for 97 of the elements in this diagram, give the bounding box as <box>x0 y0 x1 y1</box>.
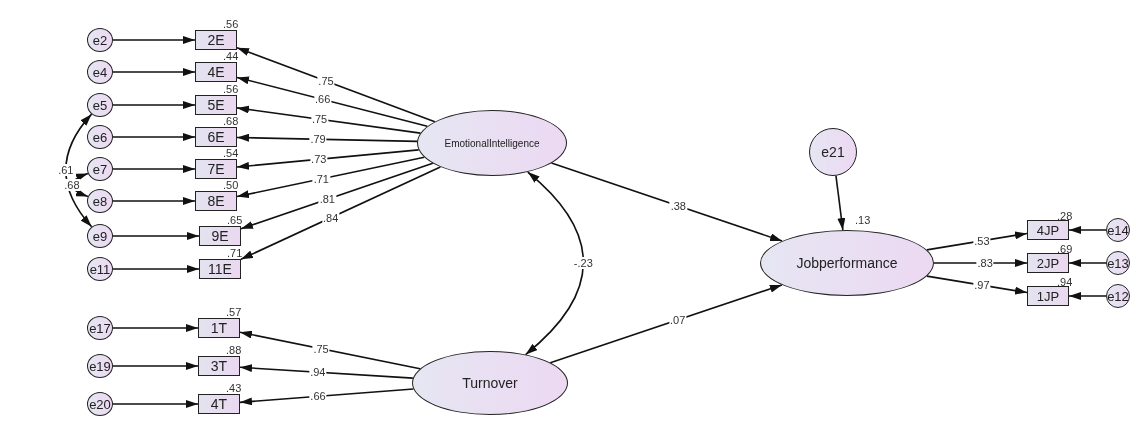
arrow <box>240 162 434 230</box>
edge-label: .75 <box>312 342 330 355</box>
indicator-box: 1JP <box>1027 286 1069 306</box>
edge-label: .61 <box>57 164 75 177</box>
edge-label: .53 <box>973 234 991 247</box>
error-circle: e14 <box>1106 218 1130 242</box>
arrow <box>1068 292 1107 300</box>
indicator-box: 4E <box>195 62 237 82</box>
edge-label: .73 <box>310 153 328 166</box>
arrow <box>236 47 436 123</box>
error-circle: e2 <box>87 28 113 52</box>
arrow <box>236 149 420 170</box>
indicator-box: 4JP <box>1027 220 1069 240</box>
edge-label: .75 <box>310 113 329 126</box>
variance-label: .57 <box>226 306 242 318</box>
arrow <box>1068 226 1107 234</box>
variance-label: .71 <box>227 247 243 259</box>
variance-label: .44 <box>223 50 239 62</box>
edge-label: .84 <box>322 211 340 224</box>
variance-label: .68 <box>223 115 239 127</box>
edge-label: .83 <box>976 257 994 269</box>
variance-label: .43 <box>226 382 242 394</box>
variance-label: .13 <box>855 214 871 226</box>
edge-label: .79 <box>309 133 327 146</box>
arrow <box>112 232 200 240</box>
indicator-box: 2JP <box>1027 253 1069 273</box>
arrow <box>239 330 421 370</box>
arrow <box>236 105 422 134</box>
edge-label: .68 <box>63 179 81 191</box>
indicator-box: 7E <box>195 159 237 179</box>
edge-label: .97 <box>973 279 991 292</box>
error-circle: e4 <box>87 60 113 84</box>
arrow <box>933 259 1028 267</box>
indicator-box: 8E <box>195 191 237 211</box>
edge-label: -.23 <box>572 257 594 270</box>
arrow <box>112 400 199 408</box>
arrow <box>112 133 196 141</box>
indicator-box: 9E <box>199 226 241 246</box>
edge-label: .66 <box>309 390 327 403</box>
edge-label: .38 <box>669 199 687 212</box>
variance-label: .56 <box>223 83 239 95</box>
indicator-box: 6E <box>195 127 237 147</box>
latent-ellipse: Jobperformance <box>760 230 934 296</box>
indicator-box: 2E <box>195 30 237 50</box>
error-circle: e9 <box>87 224 113 248</box>
error-circle: e21 <box>809 128 857 176</box>
arrow <box>112 36 196 44</box>
arrow <box>835 175 846 231</box>
arrow <box>239 364 414 379</box>
variance-label: .88 <box>226 344 242 356</box>
arrow <box>112 197 196 205</box>
arrow <box>240 166 442 261</box>
variance-label: .54 <box>223 147 239 159</box>
arrow <box>236 76 429 128</box>
error-circle: e13 <box>1106 251 1130 275</box>
edge-label: .66 <box>313 93 332 106</box>
arrow <box>549 284 783 364</box>
latent-ellipse: Turnover <box>412 351 568 415</box>
variance-label: .50 <box>223 179 239 191</box>
error-circle: e5 <box>87 93 113 117</box>
arrow <box>112 165 196 173</box>
edge-label: .07 <box>669 313 687 326</box>
error-circle: e8 <box>87 189 113 213</box>
edge-label: .81 <box>318 193 336 206</box>
arrow <box>112 265 200 273</box>
arrow <box>112 324 199 332</box>
error-circle: e12 <box>1106 284 1130 308</box>
covariance-arrow <box>524 171 585 356</box>
variance-label: .28 <box>1057 210 1073 222</box>
indicator-box: 4T <box>198 394 240 414</box>
arrow <box>1068 259 1107 267</box>
arrow <box>112 68 196 76</box>
edge-label: .71 <box>312 172 330 185</box>
variance-label: .69 <box>1057 243 1073 255</box>
indicator-box: 3T <box>198 356 240 376</box>
error-circle: e19 <box>87 354 113 378</box>
error-circle: e6 <box>87 125 113 149</box>
variance-label: .56 <box>223 18 239 30</box>
arrow <box>926 275 1028 295</box>
indicator-box: 5E <box>195 95 237 115</box>
arrow <box>550 162 783 242</box>
indicator-box: 11E <box>199 259 241 279</box>
error-circle: e20 <box>87 392 113 416</box>
covariance-arrow <box>65 113 93 228</box>
arrow <box>112 362 199 370</box>
edge-label: .75 <box>317 75 335 88</box>
arrow <box>236 156 426 199</box>
edge-label: .94 <box>309 366 327 379</box>
latent-ellipse: EmotionalIntelligence <box>417 110 567 176</box>
variance-label: .65 <box>227 214 243 226</box>
indicator-box: 1T <box>198 318 240 338</box>
variance-label: .94 <box>1057 276 1073 288</box>
arrow <box>236 133 418 143</box>
error-circle: e11 <box>87 257 113 281</box>
error-circle: e7 <box>87 157 113 181</box>
error-circle: e17 <box>87 316 113 340</box>
arrow <box>112 101 196 109</box>
